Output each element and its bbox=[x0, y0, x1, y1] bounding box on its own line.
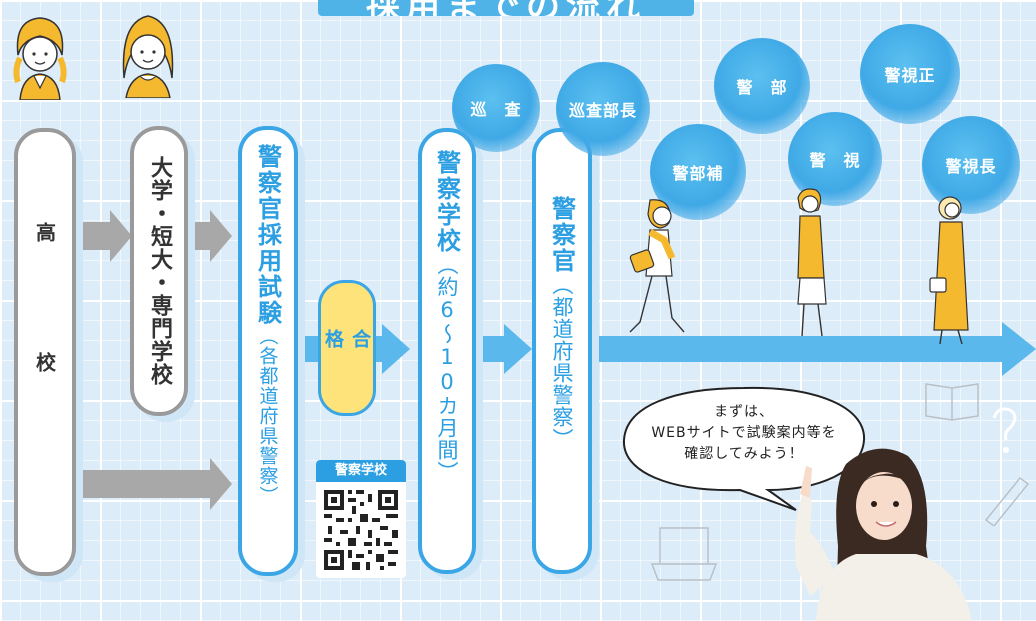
arrow-head-blue bbox=[504, 324, 532, 374]
exam-main-label: 警察官採用試験 bbox=[253, 144, 282, 326]
high-school-label: 高校 bbox=[32, 222, 57, 482]
qr-card[interactable]: 警察学校 bbox=[316, 460, 406, 578]
rank-label: 警部補 bbox=[672, 164, 724, 183]
arrow-head-gray bbox=[210, 210, 232, 262]
question-doodle-icon bbox=[992, 407, 1017, 453]
arrow-academy-to-officer bbox=[476, 336, 506, 362]
laptop-doodle-icon bbox=[650, 527, 718, 581]
rank-bubble-keishicho: 警視長 bbox=[922, 116, 1020, 214]
rank-bubble-keibu: 警 部 bbox=[714, 38, 810, 134]
pencil-doodle-icon bbox=[984, 477, 1030, 526]
page-title: 採用までの流れ bbox=[366, 0, 646, 16]
step-police-officer: 警察官 （都道府県警察） bbox=[532, 128, 592, 574]
speech-line-3: 確認してみよう！ bbox=[684, 446, 804, 462]
step-university: 大学・短大・専門学校 bbox=[130, 126, 188, 416]
rank-bubble-keishisei: 警視正 bbox=[860, 24, 960, 124]
academy-main-label: 警察学校 bbox=[432, 150, 461, 254]
arrow-head-blue bbox=[1002, 322, 1036, 376]
speech-line-1: まずは、 bbox=[714, 404, 774, 420]
step-pass: 合格 bbox=[318, 280, 376, 416]
arrow-head-blue bbox=[382, 324, 410, 374]
student-photo bbox=[794, 448, 972, 621]
arrow-career-path bbox=[594, 336, 1004, 362]
arrow-highschool-to-exam bbox=[76, 470, 212, 498]
rank-label: 警視長 bbox=[945, 157, 997, 176]
rank-bubble-junsa-bucho: 巡査部長 bbox=[556, 62, 650, 156]
walking-officer-illustration-3 bbox=[929, 196, 969, 345]
step-high-school: 高校 bbox=[14, 128, 76, 576]
speech-line-2: WEBサイトで試験案内等を bbox=[651, 425, 837, 441]
officer-main-label: 警察官 bbox=[547, 196, 576, 274]
student-girl-illustration bbox=[13, 17, 67, 100]
step-police-academy: 警察学校 （約6〜10カ月間） bbox=[418, 128, 476, 574]
step-recruitment-exam: 警察官採用試験 （各都道府県警察） bbox=[238, 126, 298, 576]
title-banner: 採用までの流れ bbox=[318, 0, 694, 16]
qr-code[interactable] bbox=[316, 482, 406, 578]
rank-bubble-junsa: 巡 査 bbox=[452, 64, 540, 152]
rank-bubble-keibuho: 警部補 bbox=[650, 124, 746, 220]
academy-sub-label: （約6〜10カ月間） bbox=[435, 254, 459, 483]
book-doodle-icon bbox=[925, 383, 979, 421]
exam-sub-label: （各都道府県警察） bbox=[256, 326, 279, 506]
rank-label: 警視正 bbox=[884, 66, 936, 85]
speech-bubble-text: まずは、 WEBサイトで試験案内等を 確認してみよう！ bbox=[630, 402, 858, 465]
arrow-head-gray bbox=[210, 458, 232, 510]
walking-officer-illustration-1 bbox=[629, 199, 685, 333]
arrow-university-to-exam bbox=[188, 222, 212, 250]
walking-officer-illustration-2 bbox=[797, 188, 827, 337]
rank-label: 警 視 bbox=[809, 151, 861, 170]
university-label: 大学・短大・専門学校 bbox=[147, 156, 172, 386]
rank-label: 巡査部長 bbox=[568, 101, 637, 120]
qr-label: 警察学校 bbox=[316, 460, 406, 482]
rank-label: 巡 査 bbox=[470, 100, 522, 119]
student-woman-illustration bbox=[122, 15, 174, 98]
arrow-head-gray bbox=[110, 210, 132, 262]
arrow-highschool-to-university bbox=[76, 222, 112, 250]
pass-label: 合格 bbox=[322, 329, 371, 378]
officer-sub-label: （都道府県警察） bbox=[550, 274, 574, 450]
rank-label: 警 部 bbox=[736, 78, 788, 97]
